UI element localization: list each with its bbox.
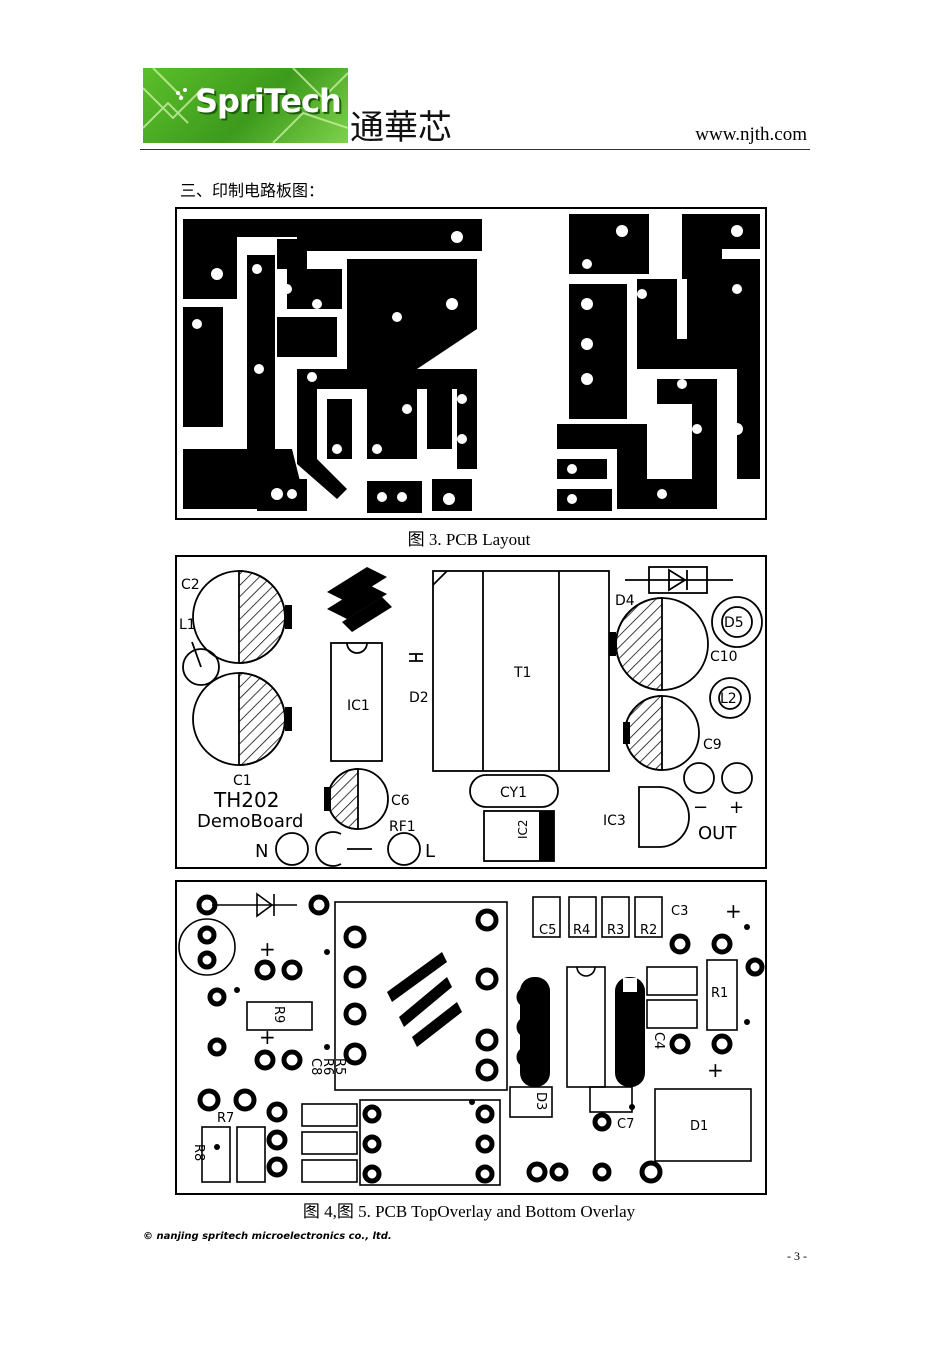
label-t1: T1 — [513, 665, 531, 681]
label-cy1: CY1 — [500, 785, 527, 801]
label-r4: R4 — [573, 923, 590, 938]
label-d5: D5 — [724, 615, 744, 631]
top-overlay-drawing: C2 L1 C1 IC1 D2 T1 D4 D5 C10 L2 C9 C6 CY… — [179, 566, 763, 867]
label-r1: R1 — [711, 986, 728, 1001]
label-ic2: IC2 — [516, 819, 530, 839]
header-divider — [140, 149, 810, 150]
label-ic3: IC3 — [603, 813, 626, 829]
logo-circuit-graphic — [143, 68, 348, 143]
plus-mark-3: + — [259, 1025, 276, 1049]
board-name: TH202 — [213, 788, 279, 812]
label-plus: + — [729, 797, 744, 818]
label-r7: R7 — [217, 1111, 234, 1126]
label-d3: D3 — [533, 1092, 548, 1110]
label-d4: D4 — [615, 593, 635, 609]
label-minus: − — [693, 797, 708, 818]
label-l1: L1 — [179, 617, 196, 633]
label-r3: R3 — [607, 923, 624, 938]
label-r9: R9 — [271, 1006, 286, 1023]
label-c5: C5 — [539, 923, 556, 938]
bottom-overlay-drawing: C5 R4 R3 R2 C3 R1 R7 C7 D1 + + + + C4 R9… — [178, 892, 765, 1186]
pcb-layout-figure — [175, 207, 767, 520]
website-url[interactable]: www.njth.com — [695, 124, 807, 145]
label-d1: D1 — [690, 1119, 708, 1134]
figure-4-5-caption: 图 4,图 5. PCB TopOverlay and Bottom Overl… — [302, 1202, 636, 1221]
label-c9: C9 — [703, 737, 722, 753]
label-r5: R5 — [332, 1058, 347, 1075]
label-d2: D2 — [409, 690, 429, 706]
company-logo: SpriTech — [143, 68, 348, 143]
page-number: - 3 - — [787, 1249, 807, 1263]
label-c1: C1 — [233, 773, 252, 789]
label-out: OUT — [698, 823, 737, 844]
label-c7: C7 — [617, 1117, 634, 1132]
plus-mark-4: + — [707, 1058, 724, 1082]
label-n: N — [255, 841, 268, 862]
label-c10: C10 — [710, 649, 738, 665]
label-c8: C8 — [308, 1058, 323, 1075]
plus-mark-2: + — [259, 937, 276, 961]
logo-text: SpriTech — [195, 82, 342, 120]
label-l: L — [425, 841, 435, 862]
label-c3: C3 — [671, 904, 688, 919]
label-rf1: RF1 — [389, 819, 416, 835]
pcb-top-overlay-figure: C2 L1 C1 IC1 D2 T1 D4 D5 C10 L2 C9 C6 CY… — [175, 555, 767, 869]
board-subtitle: DemoBoard — [197, 811, 303, 832]
label-c2: C2 — [181, 577, 200, 593]
section-title: 三、印制电路板图： — [180, 183, 325, 200]
footer-copyright: © nanjing spritech microelectronics co.,… — [143, 1231, 392, 1242]
plus-mark-1: + — [725, 899, 742, 923]
pcb-copper-layout — [183, 214, 760, 513]
pcb-bottom-overlay-figure: C5 R4 R3 R2 C3 R1 R7 C7 D1 + + + + C4 R9… — [175, 880, 767, 1195]
figure-3-caption: 图 3. PCB Layout — [407, 530, 531, 549]
label-l2: L2 — [720, 691, 737, 707]
logo-chinese-name: 通華芯 — [350, 108, 452, 148]
label-c6: C6 — [391, 793, 410, 809]
label-r8: R8 — [191, 1144, 206, 1161]
label-r2: R2 — [640, 923, 657, 938]
label-r6: R6 — [320, 1058, 335, 1075]
label-ic1: IC1 — [347, 698, 370, 714]
label-c4: C4 — [651, 1032, 666, 1049]
